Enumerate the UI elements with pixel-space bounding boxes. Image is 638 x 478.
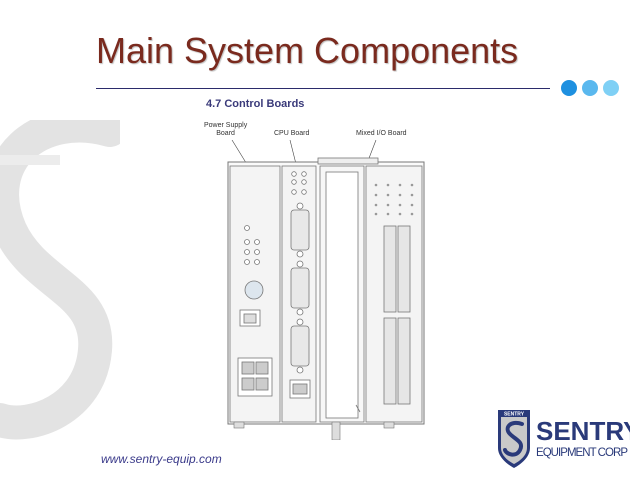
logo-name: SENTRY <box>536 416 630 446</box>
cpu-board-label: CPU Board <box>274 130 310 137</box>
slide-title: Main System Components <box>96 30 519 71</box>
footer-url: www.sentry-equip.com <box>101 452 222 466</box>
logo-subtitle: EQUIPMENT CORP <box>536 447 628 459</box>
figure-caption: 4.7 Control Boards <box>206 98 305 110</box>
title-divider <box>96 88 550 89</box>
expansion-slot <box>319 165 365 423</box>
cpu-board <box>281 165 317 423</box>
power-supply-board-label: Power Supply Board <box>204 122 247 138</box>
sentry-watermark-s-icon <box>0 120 120 440</box>
power-supply-label-line1: Power Supply <box>204 122 248 129</box>
control-boards-diagram <box>227 140 425 440</box>
mixed-io-board-label: Mixed I/O Board <box>356 130 407 137</box>
mixed-io-board <box>365 165 423 423</box>
decorative-dots-icon <box>561 80 619 96</box>
power-supply-label-line2: Board <box>216 130 235 137</box>
power-supply-board <box>229 165 281 423</box>
mounting-screws <box>233 421 395 440</box>
sentry-shield-logo-icon: SENTRY SENTRY EQUIPMENT CORP <box>498 410 630 468</box>
logo-shield-text: SENTRY <box>504 412 525 418</box>
